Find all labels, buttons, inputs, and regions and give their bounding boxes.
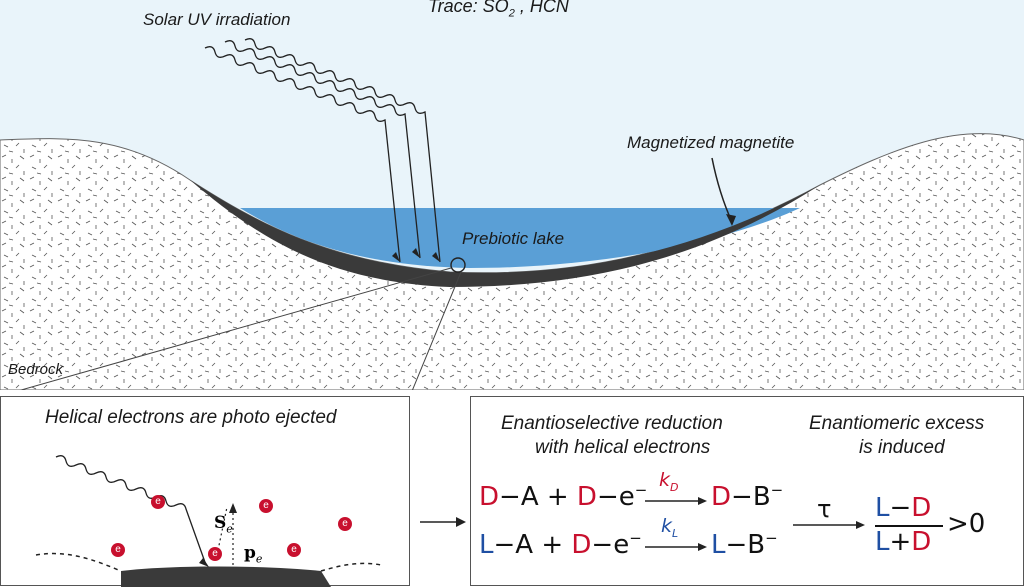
electron-icon: e xyxy=(208,547,222,561)
excess-heading-line2: is induced xyxy=(859,437,945,459)
right-panel: Enantioselective reduction with helical … xyxy=(470,396,1024,586)
reduction-heading-line1: Enantioselective reduction xyxy=(501,413,723,435)
product-d: D−B− xyxy=(711,481,783,512)
rate-constant-l: kL xyxy=(661,515,678,540)
reaction-arrow-d xyxy=(643,495,709,507)
bedrock-label: Bedrock xyxy=(8,361,63,378)
reduction-heading-line2: with helical electrons xyxy=(535,437,710,459)
tau-arrow xyxy=(791,519,867,531)
momentum-label: pe xyxy=(244,543,262,565)
electron-icon: e xyxy=(287,543,301,557)
reaction-row-l: L−A + D−e− xyxy=(479,529,642,560)
electron-icon: e xyxy=(111,543,125,557)
spin-label: Se xyxy=(214,513,233,535)
greater-than-zero: >0 xyxy=(947,509,985,539)
product-l: L−B− xyxy=(711,529,778,560)
reaction-arrow-l xyxy=(643,541,709,553)
excess-heading-line1: Enantiomeric excess xyxy=(809,413,984,435)
landscape-scene xyxy=(0,0,1024,390)
electron-icon: e xyxy=(151,495,165,509)
electron-icon: e xyxy=(338,517,352,531)
fraction-numerator: L−D xyxy=(875,493,931,523)
panel-connector-arrow xyxy=(418,512,468,532)
rate-constant-d: kD xyxy=(659,469,679,494)
magnetite-label: Magnetized magnetite xyxy=(627,133,794,153)
lake-label: Prebiotic lake xyxy=(462,229,564,249)
reaction-row-d: D−A + D−e− xyxy=(479,481,647,512)
uv-label: Solar UV irradiation xyxy=(143,10,290,30)
fraction-denominator: L+D xyxy=(875,527,931,557)
electron-icon: e xyxy=(259,499,273,513)
electron-cluster: e e e e e e xyxy=(1,397,411,587)
left-panel: Helical electrons are photo ejected e e … xyxy=(0,396,410,586)
atmosphere-trace: Trace: SO2 , HCN xyxy=(428,0,569,20)
